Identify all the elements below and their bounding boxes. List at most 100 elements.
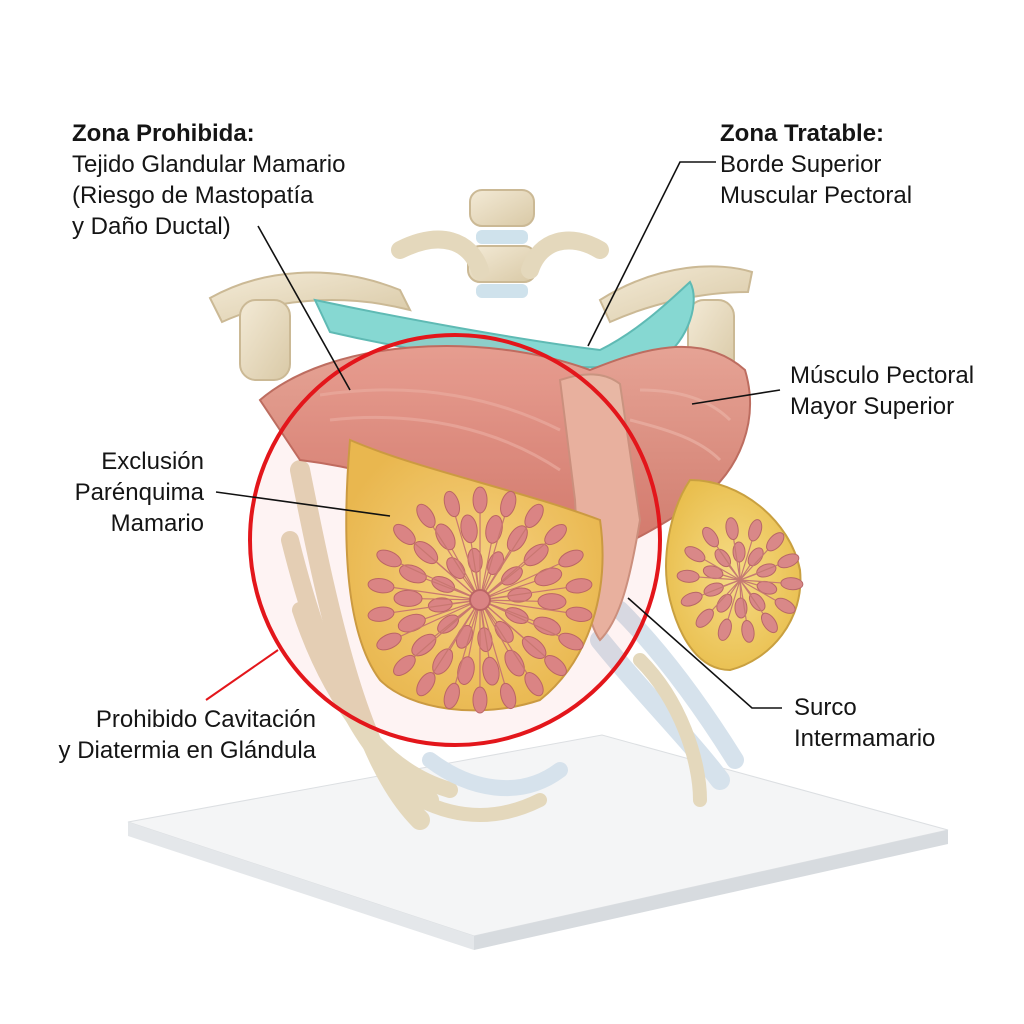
treatable-zone-line-1: Borde Superior [720, 151, 882, 178]
duct-line [380, 599, 481, 615]
duct-line [404, 599, 481, 666]
duct-line [425, 515, 481, 601]
gland-lobule [376, 632, 402, 651]
prohibited-zone-circle [248, 333, 662, 747]
gland-lobule [558, 632, 584, 651]
gland-lobule [676, 569, 700, 583]
gland-lobule [774, 597, 796, 614]
gland-lobule [537, 593, 567, 611]
duct-line [451, 503, 481, 601]
duct-line [451, 599, 481, 697]
leader-pectoral [691, 389, 781, 405]
gland-lobule [504, 649, 525, 677]
prohibited-cavitation-line-1: Prohibido Cavitación [95, 706, 316, 733]
mammary-gland-left [345, 438, 604, 714]
gland-lobule [506, 525, 528, 552]
duct-line [479, 585, 580, 601]
gland-lobule [393, 654, 416, 676]
label-treatable-zone: Zona Tratable: Borde Superior Muscular P… [720, 118, 912, 211]
leader-prohibited-cavitation [205, 649, 279, 701]
gland-lobule [435, 523, 456, 551]
gland-lobule [416, 672, 436, 697]
intermammary-line-2: Intermamario [794, 725, 936, 752]
gland-lobule [714, 548, 732, 568]
label-pectoral-muscle: Músculo Pectoral Mayor Superior [790, 360, 974, 422]
label-prohibited-cavitation: Prohibido Cavitación y Diatermia en Glán… [20, 704, 316, 766]
parenchyma-line-3: Mamario [110, 510, 204, 537]
gland-lobule [523, 543, 549, 567]
forbidden-zone-line-1: Tejido Glandular Mamario [72, 151, 346, 178]
leader-intermammary [627, 597, 782, 709]
prohibited-cavitation-line-2: y Diatermia en Glándula [58, 737, 316, 764]
gland-lobule [482, 656, 500, 686]
gland-lobule [748, 592, 766, 612]
gland-lobule [684, 546, 706, 563]
display-base [127, 734, 949, 950]
gland-lobule [437, 614, 460, 634]
gland-lobule [565, 606, 593, 622]
gland-lobule [472, 486, 488, 514]
leader-treatable-zone [587, 161, 716, 347]
gland-lobule [747, 547, 764, 567]
gland-lobule [777, 553, 800, 569]
gland-lobule [524, 503, 544, 528]
gland-lobule [500, 490, 517, 518]
gland-lobule [544, 524, 567, 546]
duct-line [479, 534, 556, 601]
duct-line [479, 599, 572, 643]
gland-lobule [393, 523, 416, 546]
gland-lobule [494, 620, 514, 643]
treatable-zone-line-2: Muscular Pectoral [720, 182, 913, 209]
duct-line [425, 599, 481, 685]
gland-lobule [367, 578, 395, 594]
intermammary-line-1: Surco [794, 694, 857, 721]
parenchyma-line-1: Exclusión [101, 448, 204, 475]
gland-lobule [702, 526, 720, 548]
gland-lobule [472, 686, 488, 714]
forbidden-zone-line-2: (Riesgo de Mastopatía [72, 182, 314, 209]
gland-lobule [367, 606, 395, 622]
gland-lobule [499, 682, 517, 710]
duct-line [479, 599, 580, 615]
gland-lobule [460, 514, 478, 544]
forbidden-zone-line-3: y Daño Ductal) [72, 213, 231, 240]
pectoral-muscle-line-2: Mayor Superior [790, 393, 955, 420]
gland-lobule [766, 532, 785, 552]
gland-lobule [416, 503, 436, 528]
duct-line [479, 503, 509, 601]
gland-lobule [544, 654, 567, 677]
duct-line [404, 534, 481, 601]
ribcage [281, 460, 744, 830]
label-parenchyma-exclusion: Exclusión Parénquima Mamario [40, 446, 204, 539]
gland-lobule [376, 549, 402, 568]
gland-lobule [411, 633, 437, 657]
gland-lobule [748, 519, 763, 542]
gland-lobule [399, 564, 427, 584]
duct-line [479, 599, 556, 666]
gland-lobule [443, 682, 460, 710]
gland-lobule [725, 517, 739, 541]
gland-lobule [524, 672, 544, 697]
duct-line [479, 557, 572, 601]
gland-lobule [565, 578, 593, 594]
gland-lobule [558, 549, 584, 568]
treatable-zone-title: Zona Tratable: [720, 120, 885, 147]
gland-lobule [432, 648, 454, 675]
parenchyma-line-2: Parénquima [74, 479, 204, 506]
duct-line [479, 599, 509, 697]
gland-lobule [443, 490, 461, 518]
gland-lobule [760, 612, 778, 634]
leader-parenchyma [215, 491, 391, 517]
pectoral-muscle-line-1: Músculo Pectoral [790, 362, 975, 389]
gland-lobule [446, 557, 466, 580]
gland-lobule [533, 616, 561, 636]
shoulder-girdle [208, 189, 754, 381]
leader-forbidden-zone [257, 225, 351, 391]
duct-line [388, 599, 481, 643]
label-intermammary-sulcus: Surco Intermamario [794, 692, 935, 754]
gland-lobule [780, 577, 804, 591]
duct-line [380, 585, 481, 601]
mammary-gland-right [665, 478, 804, 672]
gland-lobule [716, 593, 733, 613]
